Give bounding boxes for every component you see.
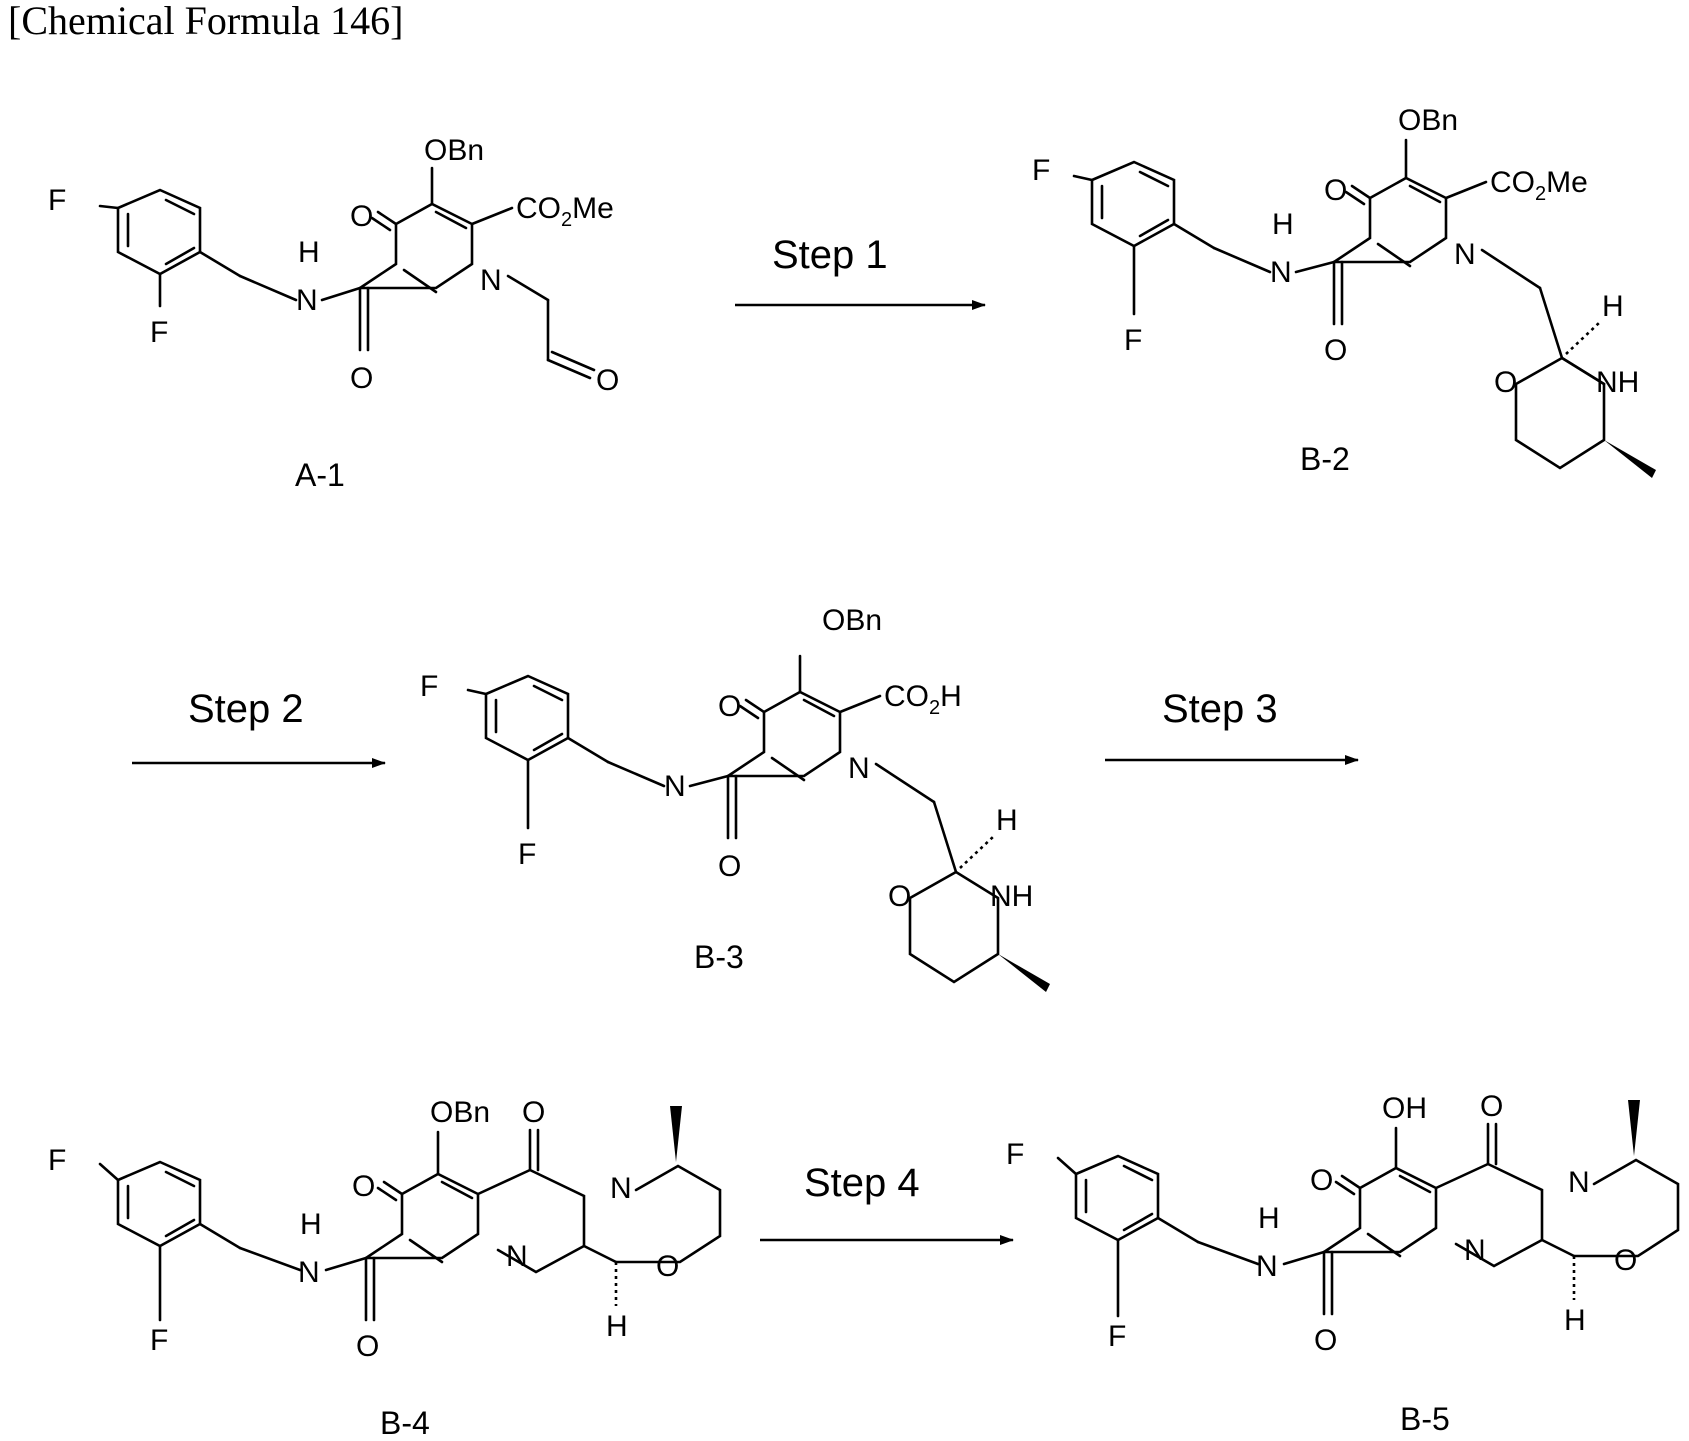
atom-label: O xyxy=(1614,1244,1637,1277)
atom-label: N xyxy=(298,1256,320,1289)
atom-label: N xyxy=(506,1240,528,1273)
atom-label: O xyxy=(350,362,373,395)
atom-label: H xyxy=(606,1310,628,1343)
atom-label: CO2H xyxy=(884,680,962,719)
atom-label: O xyxy=(1314,1324,1337,1357)
compound-label-A-1: A-1 xyxy=(295,457,345,493)
step-4-label: Step 4 xyxy=(804,1161,920,1205)
atom-label: H xyxy=(996,804,1018,837)
atom-label: N xyxy=(1568,1166,1590,1199)
molecule-B-2: F F H N O O OBn CO2Me N H O NH xyxy=(1032,104,1656,478)
atom-label: NH xyxy=(990,880,1033,913)
atom-label: N xyxy=(1256,1250,1278,1283)
atom-label: O xyxy=(1480,1090,1503,1123)
atom-label: N xyxy=(480,264,502,297)
compound-label-B-5: B-5 xyxy=(1400,1401,1450,1437)
atom-label: H xyxy=(298,236,320,269)
compound-label-B-4: B-4 xyxy=(380,1405,430,1441)
atom-label: F xyxy=(150,1324,168,1357)
atom-label: N xyxy=(1464,1234,1486,1267)
molecule-B-5: F F H N O O OH O N N O H xyxy=(1006,1090,1680,1357)
atom-label: F xyxy=(1124,324,1142,357)
atom-label: H xyxy=(1564,1304,1586,1337)
atom-label: O xyxy=(522,1096,545,1129)
step-2-label: Step 2 xyxy=(188,687,304,731)
molecule-B-3: F F N O O OBn CO2H N H O NH xyxy=(420,604,1050,992)
atom-label: H xyxy=(1258,1202,1280,1235)
atom-label: H xyxy=(1272,208,1294,241)
atom-label: O xyxy=(1324,174,1347,207)
atom-label: O xyxy=(1310,1164,1333,1197)
atom-label: F xyxy=(518,838,536,871)
atom-label: H xyxy=(300,1208,322,1241)
atom-label: F xyxy=(150,316,168,349)
atom-label: F xyxy=(1032,154,1050,187)
atom-label: OBn xyxy=(1398,104,1458,137)
atom-label: N xyxy=(664,770,686,803)
atom-label: N xyxy=(848,752,870,785)
atom-label: H xyxy=(1602,290,1624,323)
molecule-A-1: F F H N O O OBn CO2Me N O xyxy=(48,134,619,397)
atom-label: OBn xyxy=(430,1096,490,1129)
atom-label: OBn xyxy=(822,604,882,637)
atom-label: N xyxy=(1270,256,1292,289)
atom-label: F xyxy=(420,670,438,703)
atom-label: N xyxy=(296,284,318,317)
step-1-label: Step 1 xyxy=(772,233,888,277)
atom-label: F xyxy=(1006,1138,1024,1171)
atom-label: O xyxy=(1494,366,1517,399)
atom-label: O xyxy=(718,850,741,883)
atom-label: O xyxy=(352,1170,375,1203)
atom-label: O xyxy=(888,880,911,913)
molecule-B-4: F F H N O O OBn O N N O H xyxy=(48,1096,722,1363)
page-title: [Chemical Formula 146] xyxy=(8,0,403,43)
atom-label: N xyxy=(1454,238,1476,271)
atom-label: CO2Me xyxy=(1490,166,1588,205)
atom-label: NH xyxy=(1596,366,1639,399)
atom-label: F xyxy=(48,1144,66,1177)
atom-label: O xyxy=(356,1330,379,1363)
atom-label: N xyxy=(610,1172,632,1205)
atom-label: O xyxy=(596,364,619,397)
atom-label: F xyxy=(48,184,66,217)
atom-label: O xyxy=(718,690,741,723)
atom-label: OH xyxy=(1382,1092,1427,1125)
step-3-label: Step 3 xyxy=(1162,687,1278,731)
atom-label: F xyxy=(1108,1320,1126,1353)
compound-label-B-3: B-3 xyxy=(694,939,744,975)
atom-label: CO2Me xyxy=(516,192,614,231)
compound-label-B-2: B-2 xyxy=(1300,441,1350,477)
atom-label: O xyxy=(656,1250,679,1283)
atom-label: O xyxy=(350,200,373,233)
atom-label: O xyxy=(1324,334,1347,367)
atom-label: OBn xyxy=(424,134,484,167)
